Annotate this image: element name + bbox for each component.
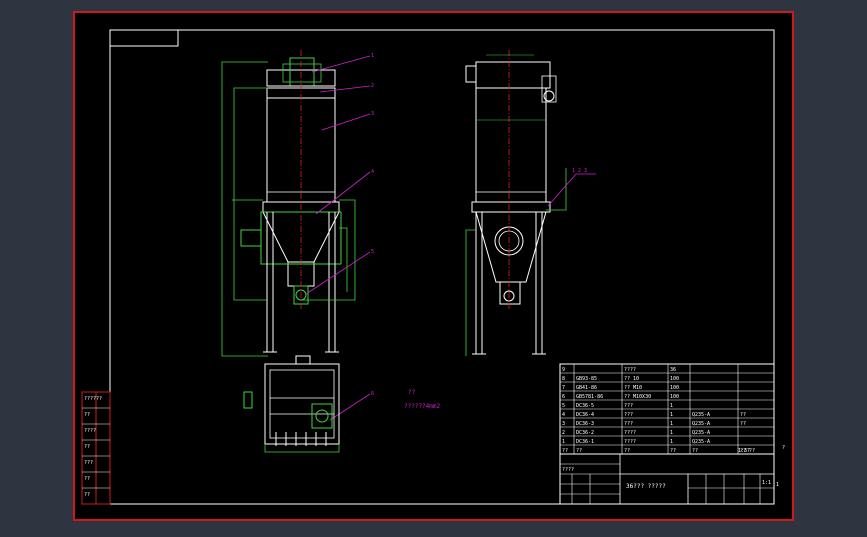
front-inlet-flange <box>240 229 262 247</box>
front-callouts: 1 2 3 4 5 6 <box>305 53 374 421</box>
drawing-title: 36??? ????? <box>626 483 666 490</box>
callout-number: 3 <box>371 111 374 117</box>
edge-mark: ? <box>782 445 785 451</box>
technical-note: ?? ??????4mm2 <box>404 389 441 410</box>
revision-label: ?? <box>84 492 90 498</box>
bom-cell: ?? <box>740 412 746 418</box>
bom-cell: 100 <box>670 385 679 391</box>
bom-cell: 6 <box>562 394 565 400</box>
bom-header-cell: ?? <box>692 448 698 454</box>
note-heading: ?? <box>408 389 416 396</box>
side-dimension <box>465 229 476 356</box>
callout-leader <box>319 85 371 93</box>
front-view <box>221 50 356 357</box>
title-block: ???? 36??? ????? 1:1 1 1:37 ? <box>559 445 785 505</box>
bom-cell: ??? <box>624 421 633 427</box>
bom-cell: ??? <box>624 403 633 409</box>
bom-cell: ??? <box>624 412 633 418</box>
callout-number: 2 <box>371 83 374 89</box>
bom-cell: ?? M10 <box>624 385 642 391</box>
bom-cell: 100 <box>670 394 679 400</box>
bom-cell: GB41-86 <box>576 385 597 391</box>
bom-cell: ?? 10 <box>624 376 639 382</box>
bom-cell: 1 <box>670 430 673 436</box>
plan-valve-group <box>311 403 333 429</box>
bom-cell: 1 <box>670 403 673 409</box>
revision-label: ?????? <box>84 396 102 402</box>
bom-cell: DC36-5 <box>576 403 594 409</box>
callout-leader <box>547 173 577 207</box>
bom-cell: DC36-1 <box>576 439 594 445</box>
revision-label: ??? <box>84 460 93 466</box>
bom-cell: Q235-A <box>692 430 710 436</box>
drawing-code: 1:37 <box>738 448 750 454</box>
bom-cell: DC36-4 <box>576 412 594 418</box>
callout-leader <box>315 171 371 215</box>
bom-header-cell: ?? <box>670 448 676 454</box>
bom-header-cell: ?? <box>562 448 568 454</box>
callout-leader <box>305 251 371 295</box>
side-view: 1 2 3 <box>465 50 596 356</box>
bom-cell: 3 <box>562 421 565 427</box>
bom-cell: 36 <box>670 367 676 373</box>
bom-cell: 1 <box>670 439 673 445</box>
scale-value: 1:1 <box>762 480 771 486</box>
revision-label: ?? <box>84 476 90 482</box>
side-pulse-valve <box>541 75 557 103</box>
bom-cell: Q235-A <box>692 439 710 445</box>
plan-inlet <box>243 391 253 409</box>
bom-header-cell: ?? <box>624 448 630 454</box>
callout-number: 5 <box>371 249 374 255</box>
bom-cell: ?? <box>740 421 746 427</box>
bom-cell: ?? M10X30 <box>624 394 651 400</box>
callout-number: 1 <box>371 53 374 59</box>
designer-label: ???? <box>562 467 574 473</box>
revision-label: ?? <box>84 412 90 418</box>
title-block-frame <box>559 453 775 505</box>
bom-cell: 1 <box>562 439 565 445</box>
plan-view <box>243 355 340 453</box>
bom-cell: 1 <box>670 412 673 418</box>
corner-code-box <box>109 29 179 47</box>
bom-cell: 4 <box>562 412 565 418</box>
bom-cell: GB5781-86 <box>576 394 603 400</box>
bom-cell: 2 <box>562 430 565 436</box>
revision-label: ???? <box>84 428 96 434</box>
drawing-border <box>109 29 775 505</box>
bom-cell: ???? <box>624 430 636 436</box>
bom-cell: 9 <box>562 367 565 373</box>
revision-label: ?? <box>84 444 90 450</box>
bom-cell: 100 <box>670 376 679 382</box>
callout-leader <box>321 113 371 131</box>
callout-leader <box>329 393 371 421</box>
callout-number: 6 <box>371 391 374 397</box>
drawing-sheet <box>73 11 794 521</box>
bom-cell: DC36-2 <box>576 430 594 436</box>
bom-cell: Q235-A <box>692 421 710 427</box>
bom-header-cell: ?? <box>576 448 582 454</box>
side-callout-numbers: 1 2 3 <box>572 168 587 174</box>
callout-number: 4 <box>371 169 374 175</box>
bom-cell: ???? <box>624 367 636 373</box>
front-overall-dimension <box>221 61 268 357</box>
revision-column: ?????? ?? ???? ?? ??? ?? ?? <box>81 391 111 505</box>
bom-cell: DC36-3 <box>576 421 594 427</box>
bom-cell: 5 <box>562 403 565 409</box>
bom-cell: 7 <box>562 385 565 391</box>
sheet-number: 1 <box>776 482 779 488</box>
bom-cell: Q235-A <box>692 412 710 418</box>
bom-cell: 1 <box>670 421 673 427</box>
bom-cell: ???? <box>624 439 636 445</box>
note-text: ??????4mm2 <box>404 403 441 410</box>
bom-cell: GB93-85 <box>576 376 597 382</box>
bom-header-cell: ?? ?? <box>740 448 755 454</box>
bom-cell: 8 <box>562 376 565 382</box>
callout-leader <box>311 55 371 73</box>
